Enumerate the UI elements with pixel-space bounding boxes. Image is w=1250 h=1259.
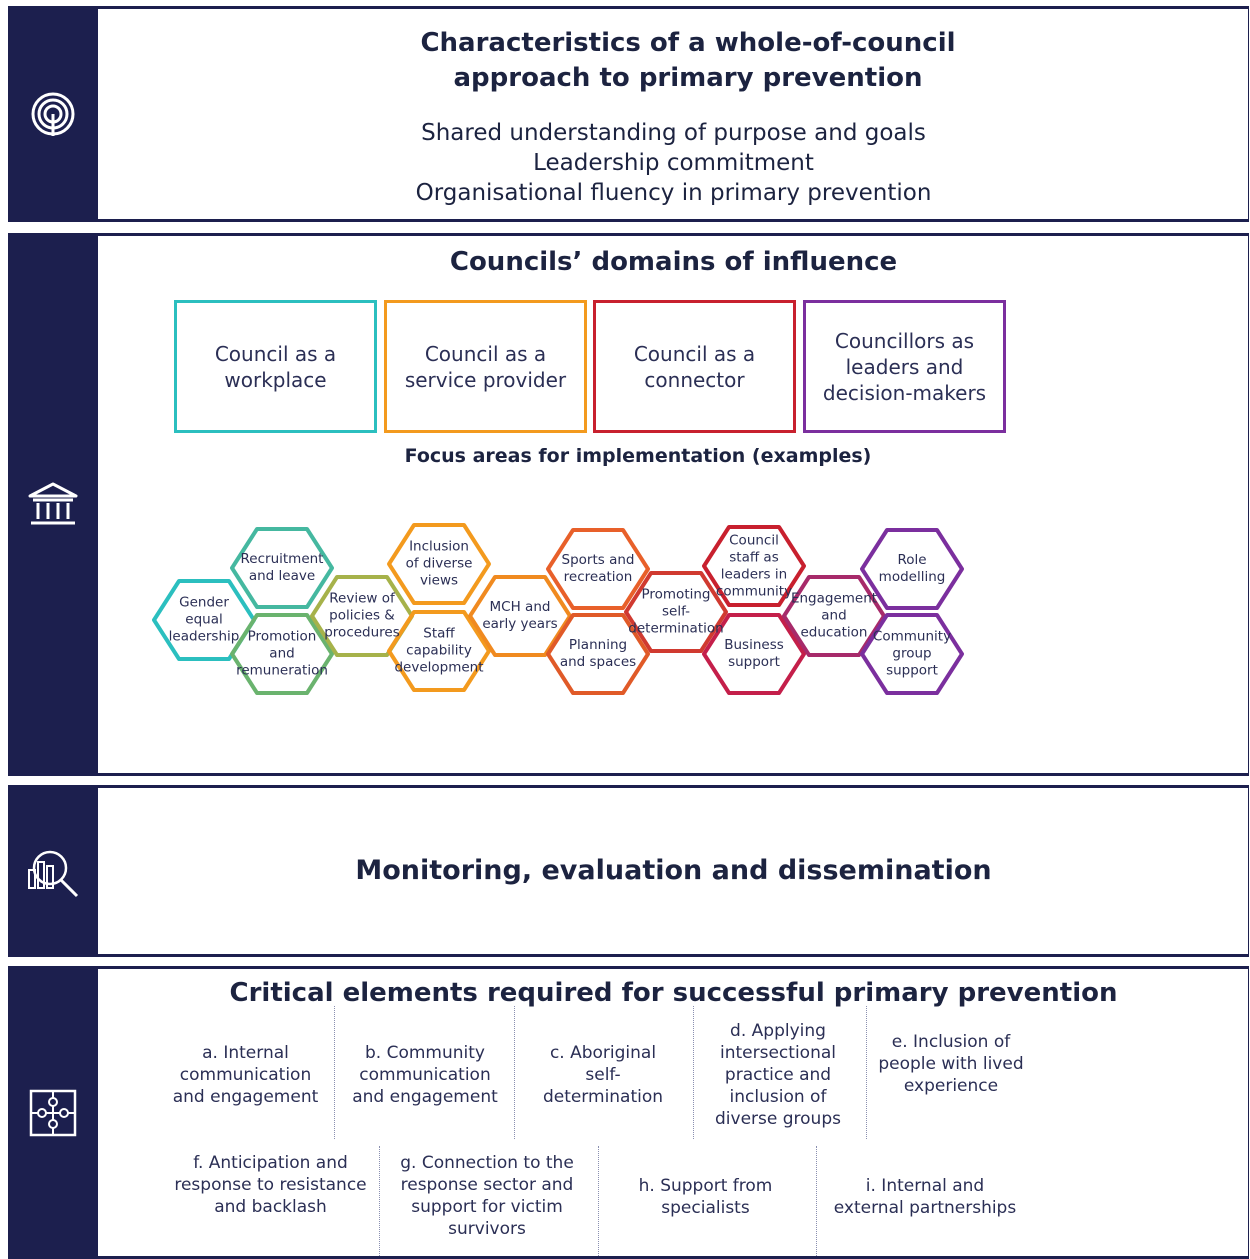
monitoring-title: Monitoring, evaluation and dissemination bbox=[355, 855, 992, 886]
building-icon bbox=[28, 482, 78, 524]
domain-box-workplace: Council as a workplace bbox=[174, 300, 377, 433]
domains-section: Councils’ domains of influence Council a… bbox=[8, 233, 1249, 776]
focus-area-hex bbox=[387, 523, 491, 605]
critical-element: b. Community communication and engagemen… bbox=[352, 1043, 498, 1108]
characteristics-title: Characteristics of a whole-of-council ap… bbox=[420, 28, 956, 93]
focus-area-hex bbox=[860, 528, 964, 610]
critical-element: c. Aboriginal self-determination bbox=[542, 1043, 664, 1108]
critical-element: h. Support from specialists bbox=[638, 1176, 773, 1219]
critical-element: g. Connection to the response sector and… bbox=[400, 1153, 574, 1240]
target-icon bbox=[31, 92, 75, 136]
focus-areas-title: Focus areas for implementation (examples… bbox=[404, 445, 872, 467]
characteristic-item: Shared understanding of purpose and goal… bbox=[421, 120, 926, 146]
focus-areas-honeycomb bbox=[152, 523, 964, 695]
critical-elements-section: Critical elements required for successfu… bbox=[8, 966, 1249, 1259]
focus-area-hex bbox=[387, 610, 491, 692]
focus-area-hex bbox=[860, 613, 964, 695]
critical-sidebar bbox=[8, 966, 98, 1259]
focus-area-hex bbox=[230, 527, 334, 609]
critical-element: i. Internal and external partnerships bbox=[833, 1176, 1017, 1219]
characteristics-list: Shared understanding of purpose and goal… bbox=[98, 118, 1249, 208]
domain-box-connector: Council as a connector bbox=[593, 300, 796, 433]
focus-area-hex bbox=[624, 571, 728, 653]
focus-area-hex bbox=[546, 528, 650, 610]
domain-box-councillors: Councillors as leaders and decision-make… bbox=[803, 300, 1006, 433]
monitoring-sidebar bbox=[8, 785, 98, 957]
characteristic-item: Leadership commitment bbox=[533, 150, 814, 176]
focus-area-hex bbox=[702, 525, 806, 607]
domains-sidebar bbox=[8, 233, 98, 776]
focus-area-hex bbox=[230, 613, 334, 695]
chart-magnifier-icon bbox=[28, 850, 79, 898]
characteristics-section: Characteristics of a whole-of-council ap… bbox=[8, 6, 1249, 222]
focus-area-hex bbox=[782, 575, 886, 657]
critical-title: Critical elements required for successfu… bbox=[229, 978, 1118, 1008]
characteristics-sidebar bbox=[8, 6, 98, 222]
focus-area-hex bbox=[546, 613, 650, 695]
domain-box-service-provider: Council as a service provider bbox=[384, 300, 587, 433]
focus-area-hex bbox=[702, 613, 806, 695]
focus-area-hex bbox=[310, 575, 414, 657]
critical-element: f. Anticipation and response to resistan… bbox=[174, 1153, 367, 1218]
critical-element: e. Inclusion of people with lived experi… bbox=[878, 1032, 1024, 1097]
critical-element: a. Internal communication and engagement bbox=[172, 1043, 319, 1108]
focus-area-hex bbox=[152, 579, 256, 661]
monitoring-section: Monitoring, evaluation and dissemination bbox=[8, 785, 1249, 957]
puzzle-icon bbox=[29, 1089, 77, 1136]
domains-title: Councils’ domains of influence bbox=[449, 247, 898, 277]
characteristic-item: Organisational fluency in primary preven… bbox=[415, 180, 932, 206]
critical-element: d. Applying intersectional practice and … bbox=[715, 1021, 841, 1130]
focus-area-hex bbox=[468, 575, 572, 657]
